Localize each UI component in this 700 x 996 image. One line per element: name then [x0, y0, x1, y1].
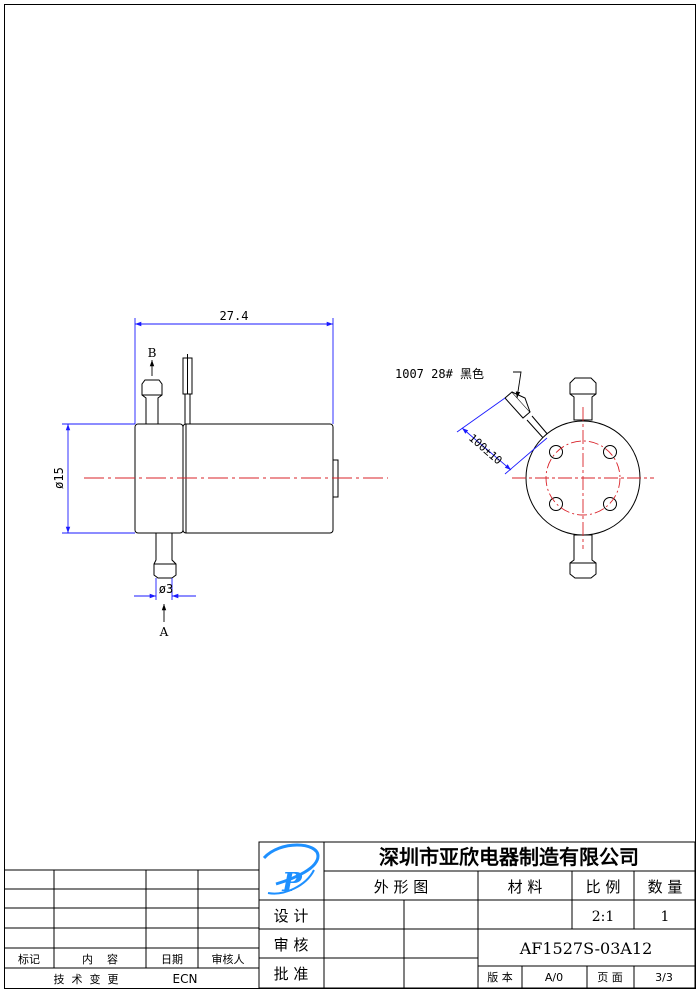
screw-hole [603, 445, 617, 459]
screw-hole [549, 445, 563, 459]
rev-header-reviewer: 审核人 [212, 952, 245, 966]
rev-footer-ecn: ECN [173, 972, 198, 986]
label-review: 审 核 [274, 936, 309, 954]
end-bottom-nozzle [569, 534, 597, 579]
end-wire-lead [504, 391, 550, 441]
company-name: 深圳市亚欣电器制造有限公司 [379, 845, 639, 869]
screw-hole [603, 497, 617, 511]
outlet-nozzle [141, 379, 163, 425]
inlet-nozzle [153, 532, 177, 579]
wire-length-text: 100±10 [466, 431, 505, 467]
length-dimension-text: 27.4 [220, 309, 249, 323]
part-number: AF1527S-03A12 [519, 939, 653, 958]
title-block [258, 841, 696, 989]
label-version: 版 本 [487, 970, 513, 984]
quantity-value: 1 [661, 909, 670, 925]
inlet-label: A [159, 625, 169, 639]
outlet-label: B [148, 346, 157, 360]
length-dimension [134, 318, 334, 424]
wire-spec-label: 1007 28# 黑色 [395, 367, 484, 381]
label-approve: 批 准 [274, 965, 309, 983]
company-logo: P [262, 843, 320, 898]
revision-table [4, 869, 259, 969]
wire-lead [182, 354, 193, 424]
wire-length-dimension [456, 397, 548, 475]
rev-footer-tech-change: 技 术 变 更 [54, 972, 119, 986]
scale-value: 2:1 [592, 909, 615, 925]
end-top-nozzle [569, 377, 597, 421]
header-quantity: 数 量 [648, 878, 683, 896]
wire-spec-leader [513, 371, 522, 399]
port-dimension [134, 578, 196, 600]
company-logo-letter: P [281, 868, 303, 898]
diameter-dimension-text: ø15 [52, 467, 66, 489]
screw-hole [549, 497, 563, 511]
side-view [134, 354, 339, 579]
rev-header-content: 内 容 [82, 952, 118, 966]
diameter-dimension [62, 423, 135, 534]
header-outline: 外 形 图 [374, 878, 429, 896]
port-dimension-text: ø3 [159, 582, 173, 596]
page-value: 3/3 [655, 971, 673, 984]
label-page: 页 面 [597, 971, 623, 984]
rev-header-date: 日期 [161, 953, 183, 966]
label-design: 设 计 [274, 907, 309, 925]
version-value: A/0 [545, 971, 563, 984]
header-material: 材 料 [508, 878, 543, 896]
rev-header-mark: 标记 [18, 952, 40, 966]
header-scale: 比 例 [586, 878, 621, 896]
